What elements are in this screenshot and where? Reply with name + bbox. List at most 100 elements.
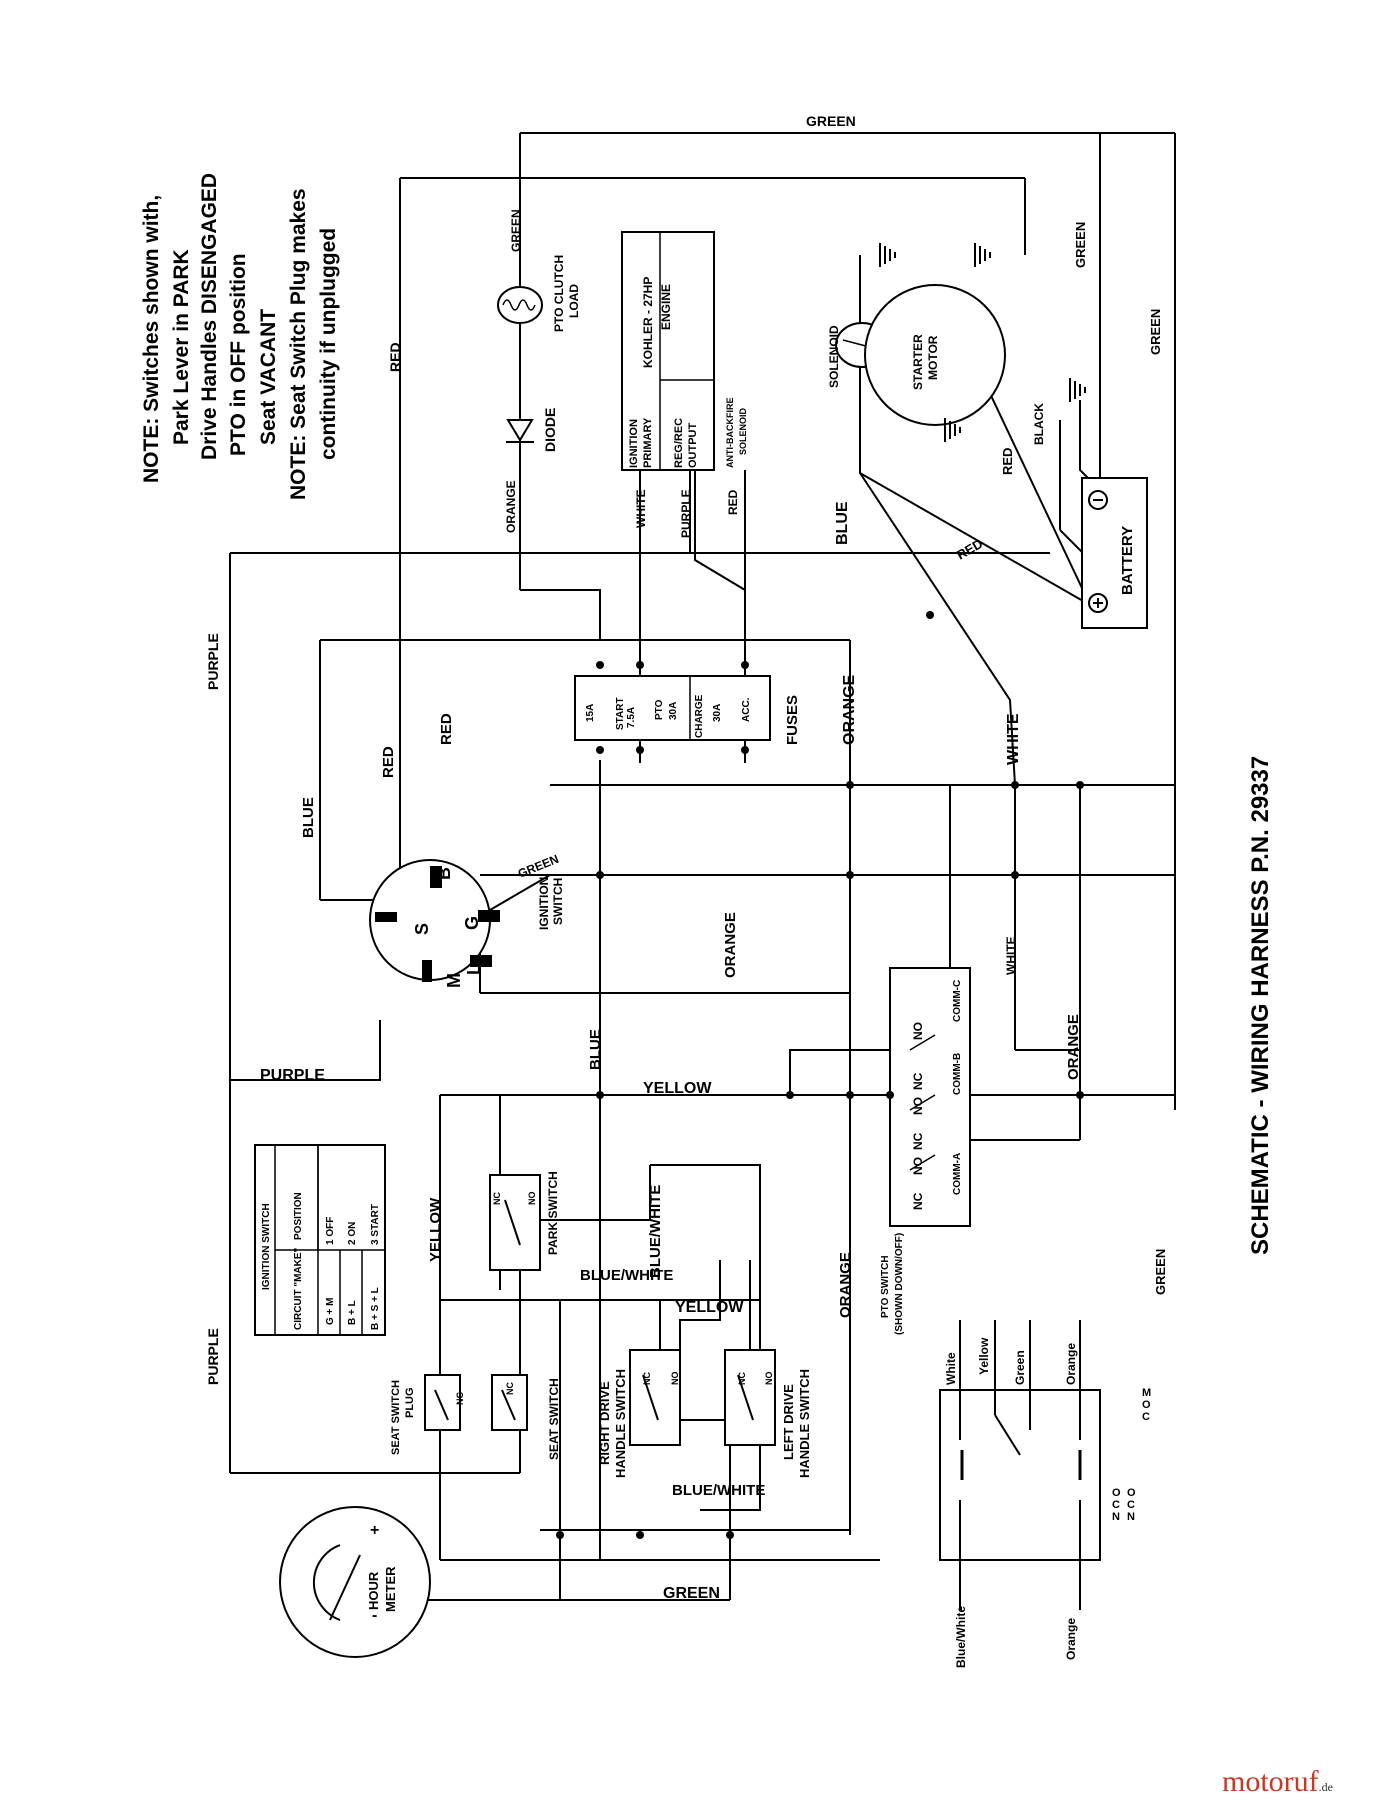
pto-contact-6: NO — [911, 1022, 925, 1040]
label-engine-1: KOHLER - 27HP — [641, 277, 655, 368]
label-left-drive-1: LEFT DRIVE — [781, 1384, 796, 1460]
wire-label-yellow-low: YELLOW — [675, 1299, 744, 1316]
label-pto-load: LOAD — [567, 284, 581, 318]
pto-detail-green: Green — [1013, 1350, 1027, 1385]
label-right-drive-2: HANDLE SWITCH — [613, 1369, 628, 1478]
label-fuses: FUSES — [784, 695, 801, 745]
label-pto-switch-1: PTO SWITCH — [880, 1255, 891, 1318]
wire-label-purple-lower: PURPLE — [205, 1328, 221, 1385]
hour-meter-plus: + — [370, 1522, 379, 1539]
wire-label-red-mid: RED — [438, 713, 455, 745]
label-hour-meter-2: METER — [383, 1566, 398, 1612]
label-battery: BATTERY — [1119, 526, 1136, 595]
label-starter-2: MOTOR — [926, 335, 940, 380]
label-seat-plug-1: SEAT SWITCH — [390, 1380, 402, 1455]
fuse-3-rating: 30A — [668, 702, 679, 720]
label-seat-plug-2: PLUG — [404, 1387, 416, 1418]
wire-label-red-ign: RED — [380, 746, 397, 778]
pto-clutch — [497, 286, 543, 324]
ign-table-r1c2: G + M — [325, 1297, 336, 1325]
label-engine-2: ENGINE — [659, 284, 673, 330]
pto-detail-bluewhite: Blue/White — [954, 1606, 968, 1668]
pto-contact-2: NO — [911, 1157, 925, 1175]
pto-detail — [939, 1320, 1101, 1610]
ign-table-header-position: POSITION — [293, 1192, 304, 1240]
label-ign-primary-2: PRIMARY — [642, 417, 654, 468]
label-pto-switch-2: (SHOWN DOWN/OFF) — [894, 1233, 905, 1335]
right-no: NO — [670, 1372, 680, 1386]
pto-comm-a: COMM-A — [952, 1153, 963, 1195]
wire-label-green-ign: GREEN — [516, 852, 561, 881]
pto-side-a-2: C — [1112, 1499, 1120, 1511]
wire-label-blue-ign: BLUE — [300, 797, 317, 838]
note-line-6: NOTE: Seat Switch Plug makes — [287, 188, 310, 500]
pto-contact-5: NC — [911, 1072, 925, 1090]
pto-comm-c: COMM-C — [952, 980, 963, 1022]
wire-label-red-batt: RED — [1000, 448, 1015, 475]
wire-label-red-top: RED — [387, 342, 403, 372]
labels: NOTE: Switches shown with, Park Lever in… — [140, 113, 1274, 1668]
wire-label-purple-reg: PURPLE — [679, 489, 693, 538]
wire-label-green-far: GREEN — [1148, 309, 1163, 355]
wire-label-green-pto: GREEN — [509, 209, 523, 252]
battery — [1081, 477, 1148, 629]
label-regrec-2: OUTPUT — [687, 423, 699, 469]
seat-switch-plug — [424, 1374, 461, 1431]
label-antibackfire-1: ANTI-BACKFIRE — [725, 398, 735, 469]
park-switch — [489, 1174, 541, 1271]
label-right-drive-1: RIGHT DRIVE — [597, 1381, 612, 1465]
pto-side-c-2: O — [1142, 1399, 1151, 1411]
label-pto-clutch: PTO CLUTCH — [552, 255, 566, 332]
wire-label-yellow-mid: YELLOW — [643, 1080, 712, 1097]
note-line-5: Seat VACANT — [257, 309, 280, 445]
wire-label-purple-ign: PURPLE — [260, 1067, 325, 1084]
pto-side-c-1: C — [1142, 1411, 1150, 1423]
wire-label-white-pto: WHITE — [1004, 936, 1018, 975]
label-starter-1: STARTER — [911, 334, 925, 390]
label-ign-switch-2: SWITCH — [551, 878, 565, 925]
fuse-1-name: START — [615, 697, 626, 730]
pto-contact-4: NO — [911, 1097, 925, 1115]
wire-label-green-low: GREEN — [1153, 1249, 1168, 1295]
hour-meter-minus: - — [372, 1607, 377, 1624]
note-line-1: NOTE: Switches shown with, — [140, 195, 163, 483]
wire-label-blue-white-1: BLUE/WHITE — [580, 1267, 673, 1284]
hour-meter — [279, 1506, 431, 1658]
park-nc: NC — [492, 1192, 502, 1205]
seat-plug-nc: NC — [455, 1392, 465, 1405]
pto-side-b-3: O — [1127, 1487, 1136, 1499]
pto-side-b-1: N — [1127, 1511, 1135, 1523]
fuse-1-rating: 15A — [585, 704, 596, 722]
watermark-brand: motoruf — [1222, 1765, 1319, 1798]
label-hour-meter-1: HOUR — [366, 1571, 381, 1610]
note-line-7: continuity if unplugged — [317, 228, 340, 460]
wire-label-green-batt: GREEN — [1073, 222, 1088, 268]
label-regrec-1: REG/REC — [673, 418, 685, 468]
ign-table-r2c2: B + L — [347, 1300, 358, 1325]
fuse-4-name: ACC. — [741, 697, 752, 722]
right-nc: NC — [642, 1372, 652, 1385]
seat-nc: NC — [505, 1382, 515, 1395]
pto-side-a-1: N — [1112, 1511, 1120, 1523]
pto-detail-orange-bottom: Orange — [1064, 1618, 1078, 1660]
pto-side-b-2: C — [1127, 1499, 1135, 1511]
wire-label-white-ign: WHITE — [634, 489, 648, 528]
ign-table-header-circuit: CIRCUIT "MAKE" — [293, 1247, 304, 1330]
wire-label-blue-right: BLUE — [834, 501, 851, 545]
ign-table-r3c1: 3 START — [370, 1204, 381, 1245]
junction-dots — [556, 611, 1084, 1539]
wire-label-white-right: WHITE — [1005, 713, 1022, 765]
starter-motor — [864, 284, 1006, 426]
seat-switch — [491, 1374, 528, 1431]
wire-label-orange-pto: ORANGE — [1065, 1014, 1082, 1080]
wire-label-orange-low: ORANGE — [837, 1252, 854, 1318]
left-no: NO — [764, 1372, 774, 1386]
ign-terminal-g: G — [462, 916, 482, 930]
wire-label-blue-mid: BLUE — [587, 1029, 604, 1070]
pto-switch — [889, 967, 971, 1227]
diagram-title: SCHEMATIC - WIRING HARNESS P.N. 29337 — [1247, 756, 1274, 1255]
wire-network — [229, 132, 1176, 1601]
label-ign-primary-1: IGNITION — [628, 419, 640, 468]
fuse-3-name: CHARGE — [694, 694, 705, 738]
